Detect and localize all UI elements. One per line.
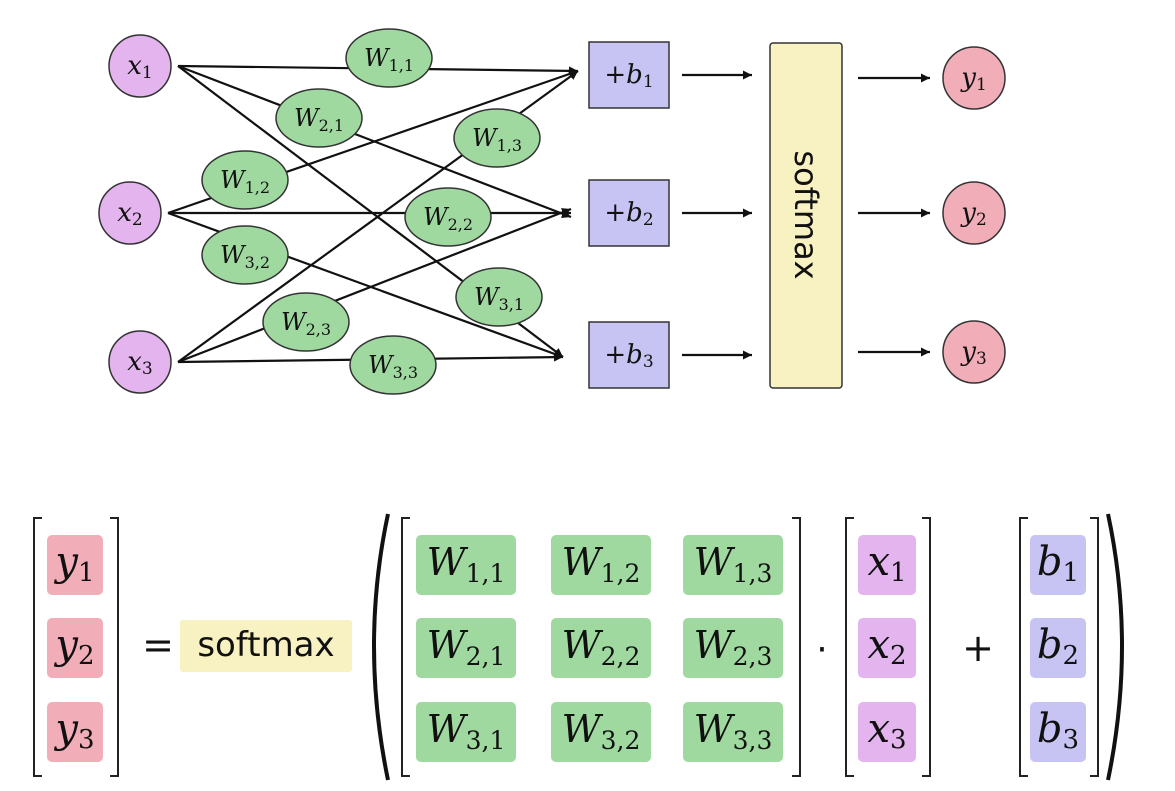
eq-w-1-1: W1,1 — [427, 540, 506, 588]
eq-w-3-3: W3,3 — [694, 707, 773, 755]
eq-y3-bg — [47, 702, 103, 762]
input-label-x2: x2 — [117, 198, 143, 230]
matrix-equation: y1 y2 y3 = softmax W1,1 W1,2 W1,3W2,1 W2,2 W2,3W3… — [33, 513, 1124, 781]
eq-softmax-bg — [180, 620, 352, 672]
x-vector-left-bracket — [845, 517, 854, 777]
output-node-y3 — [942, 320, 1006, 384]
w-matrix-left-bracket — [401, 517, 410, 777]
input-node-x3 — [108, 330, 172, 394]
y-vector-left-bracket — [33, 517, 42, 777]
plus-operator: + — [962, 626, 994, 670]
output-label-y2: y2 — [960, 198, 987, 230]
input-node-x1 — [108, 34, 172, 98]
edge-x3-b2 — [177, 207, 572, 364]
output-node-y2 — [942, 181, 1006, 245]
eq-b3-bg — [1030, 702, 1086, 762]
eq-w-1-3: W1,3 — [694, 540, 773, 588]
eq-x3: x3 — [867, 706, 906, 755]
input-label-x1: x1 — [127, 51, 153, 83]
eq-b1: b1 — [1037, 539, 1079, 588]
eq-w-1-2: W1,2 — [562, 540, 641, 588]
softmax-label: softmax — [787, 150, 825, 279]
weight-node-2-2 — [404, 187, 492, 247]
b-vector-left-bracket — [1019, 517, 1028, 777]
weight-node-2-3 — [262, 292, 350, 352]
bias-label-b2: +b2 — [604, 198, 653, 230]
weight-node-3-1 — [455, 267, 543, 327]
weight-node-2-1 — [275, 88, 363, 148]
x-vector-right-bracket — [922, 517, 931, 777]
weight-label-3-3: W3,3 — [368, 351, 418, 382]
bias-box-b1 — [588, 41, 670, 109]
eq-w-1-3-bg — [683, 535, 783, 595]
bias-label-b1: +b1 — [604, 60, 653, 92]
output-label-y1: y1 — [960, 63, 987, 95]
eq-w-1-2-bg — [551, 535, 651, 595]
weight-label-3-1: W3,1 — [474, 283, 524, 314]
eq-w-3-1: W3,1 — [427, 707, 506, 755]
eq-x2: x2 — [867, 622, 906, 671]
bias-box-b3 — [588, 321, 670, 389]
weight-label-2-3: W2,3 — [281, 308, 331, 339]
eq-y1: y1 — [53, 539, 94, 588]
softmax-box — [769, 42, 843, 389]
eq-w-2-1-bg — [416, 618, 516, 678]
weight-label-1-3: W1,3 — [472, 124, 522, 155]
output-label-y3: y3 — [960, 337, 987, 369]
eq-softmax-label: softmax — [197, 625, 334, 665]
weight-node-3-3 — [349, 335, 437, 395]
eq-w-3-2-bg — [551, 702, 651, 762]
weight-node-1-2 — [201, 150, 289, 210]
eq-y3: y3 — [53, 706, 94, 755]
eq-w-2-3-bg — [683, 618, 783, 678]
weight-node-1-1 — [345, 28, 433, 88]
weight-label-3-2: W3,2 — [220, 241, 270, 272]
eq-x3-bg — [858, 702, 916, 762]
eq-w-3-2: W3,2 — [562, 707, 641, 755]
w-matrix-right-bracket — [792, 517, 801, 777]
eq-w-3-1-bg — [416, 702, 516, 762]
eq-w-2-2-bg — [551, 618, 651, 678]
eq-w-2-1: W2,1 — [427, 623, 506, 671]
input-label-x3: x3 — [127, 347, 153, 379]
y-vector-right-bracket — [110, 517, 119, 777]
bias-box-b2 — [588, 179, 670, 247]
weight-node-3-2 — [201, 225, 289, 285]
equals-sign: = — [142, 623, 174, 667]
input-node-x2 — [98, 181, 162, 245]
eq-b2: b2 — [1037, 622, 1079, 671]
eq-w-2-2: W2,2 — [562, 623, 641, 671]
eq-x1-bg — [858, 535, 916, 595]
eq-x1: x1 — [867, 539, 906, 588]
b-vector-right-bracket — [1090, 517, 1099, 777]
bias-label-b3: +b3 — [604, 340, 653, 372]
weight-node-1-3 — [453, 108, 541, 168]
eq-w-2-3: W2,3 — [694, 623, 773, 671]
right-paren — [1106, 513, 1124, 781]
weight-label-2-2: W2,2 — [423, 203, 473, 234]
weight-label-1-1: W1,1 — [364, 44, 414, 75]
weight-label-1-2: W1,2 — [220, 166, 270, 197]
left-paren — [372, 513, 390, 781]
eq-w-1-1-bg — [416, 535, 516, 595]
eq-b2-bg — [1030, 618, 1086, 678]
eq-y2: y2 — [53, 622, 94, 671]
eq-b1-bg — [1030, 535, 1086, 595]
eq-w-3-3-bg — [683, 702, 783, 762]
eq-y1-bg — [47, 535, 103, 595]
eq-x2-bg — [858, 618, 916, 678]
dot-operator: · — [816, 630, 827, 671]
output-node-y1 — [942, 46, 1006, 110]
eq-y2-bg — [47, 618, 103, 678]
eq-b3: b3 — [1037, 706, 1079, 755]
weight-label-2-1: W2,1 — [294, 104, 344, 135]
